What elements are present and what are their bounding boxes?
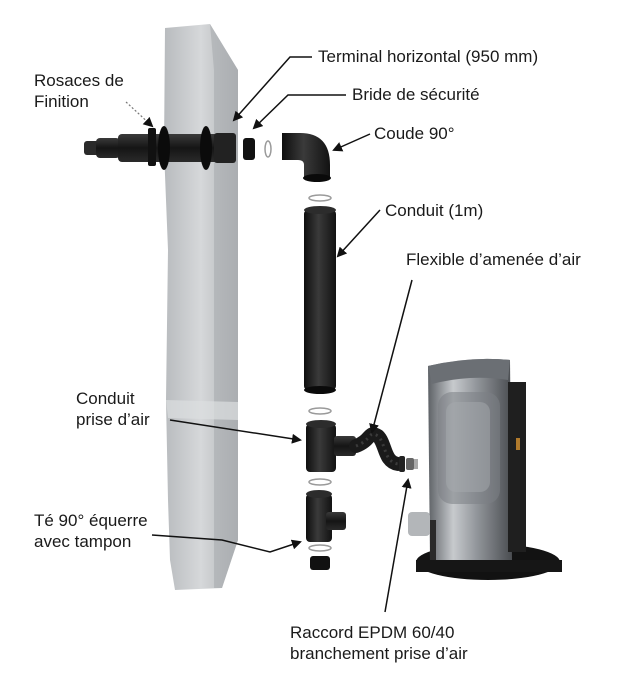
label-raccord: Raccord EPDM 60/40 branchement prise d’a…	[290, 622, 468, 664]
leader-lines	[125, 56, 413, 613]
label-conduit: Conduit (1m)	[385, 201, 484, 220]
label-flexible: Flexible d’amenée d’air	[406, 250, 581, 269]
conduit-prise-air	[306, 407, 356, 472]
label-te-line1: Té 90° équerre	[34, 511, 148, 530]
te-90-equerre	[306, 478, 346, 570]
flexible-air	[349, 427, 405, 471]
label-rosaces-line1: Rosaces de	[34, 71, 124, 90]
label-te: Té 90° équerre avec tampon	[34, 510, 148, 552]
bride-securite	[243, 138, 272, 160]
label-rosaces: Rosaces de Finition	[34, 70, 124, 112]
label-bride: Bride de sécurité	[352, 85, 480, 104]
terminal-horizontal	[84, 126, 236, 170]
raccord-epdm	[399, 456, 418, 472]
label-prise: Conduit prise d’air	[76, 388, 150, 430]
label-prise-line2: prise d’air	[76, 410, 150, 429]
conduit-1m	[304, 194, 336, 394]
label-terminal: Terminal horizontal (950 mm)	[318, 47, 539, 66]
label-rosaces-line2: Finition	[34, 92, 89, 111]
label-prise-line1: Conduit	[76, 389, 135, 408]
label-te-line2: avec tampon	[34, 532, 132, 551]
wall	[164, 24, 238, 590]
label-raccord-line2: branchement prise d’air	[290, 644, 468, 663]
label-raccord-line1: Raccord EPDM 60/40	[290, 623, 455, 642]
label-coude: Coude 90°	[374, 124, 455, 143]
coude-90	[282, 133, 331, 182]
stove	[408, 358, 562, 580]
